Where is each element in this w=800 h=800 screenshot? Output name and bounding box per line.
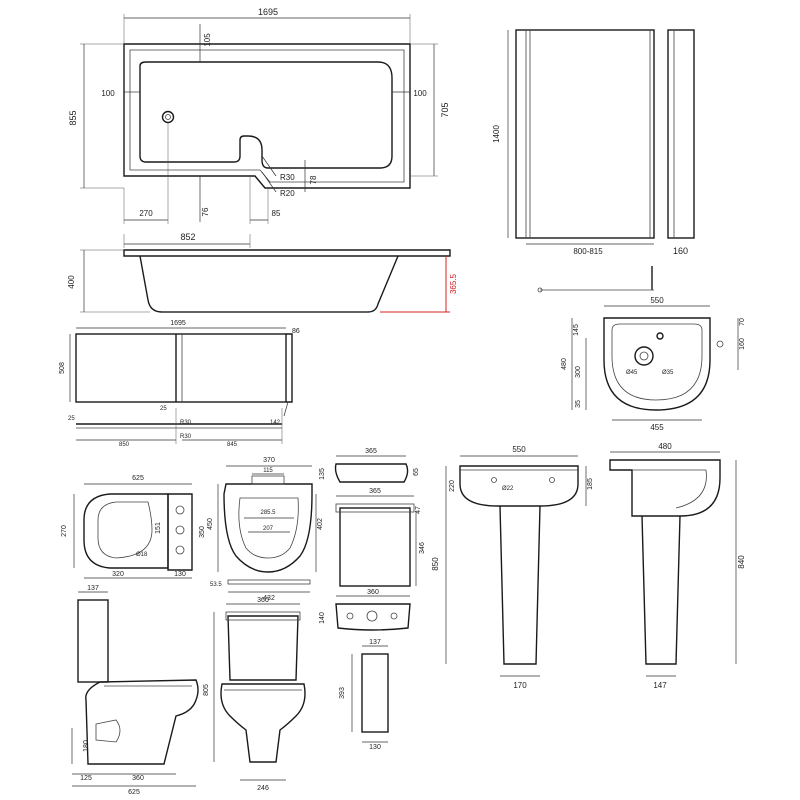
dim-basin-70: 70 <box>739 318 746 326</box>
dim-screen-height: 1400 <box>492 125 501 143</box>
dim-gap-85: 85 <box>272 209 281 218</box>
dim-cistern-top-depth: 65 <box>413 468 420 476</box>
dim-basin-455: 455 <box>650 423 664 432</box>
dim-seat-285: 285.5 <box>260 510 276 516</box>
wc-side-view: 137 180 125 360 625 <box>71 585 199 796</box>
toilet-seat-view: 370 115 450 402 285.5 207 53.5 432 <box>207 457 324 602</box>
dim-wc-350: 350 <box>199 526 206 538</box>
dim-wc-front-base: 246 <box>257 785 269 792</box>
dim-lip-left: 25 <box>68 416 75 422</box>
dim-seat-53: 53.5 <box>210 582 222 588</box>
dim-clip-2: R30 <box>180 434 192 440</box>
dim-bath-width: 1695 <box>258 7 278 17</box>
dim-cistern-front-width: 365 <box>369 488 381 495</box>
dim-cistern-lid-height: 140 <box>319 612 326 624</box>
dim-wc-bolt: Ø18 <box>136 552 148 558</box>
dim-seat-115: 115 <box>263 468 273 474</box>
dim-basin-145: 145 <box>573 324 580 336</box>
dim-pedestal-side-depth: 480 <box>658 442 672 451</box>
dim-step: 78 <box>309 175 318 184</box>
dim-wc-front-width: 360 <box>257 597 269 604</box>
wc-plan-view: 625 270 350 151 Ø18 320 130 <box>61 475 206 579</box>
dim-cistern-lid-width: 360 <box>367 589 379 596</box>
dim-bay: 852 <box>180 232 195 242</box>
dim-screen-depth: 160 <box>673 246 688 256</box>
dim-lip-mid: 25 <box>160 406 167 412</box>
bath-side-view: 400 365.5 <box>67 249 458 313</box>
dim-seat-width: 370 <box>263 457 275 464</box>
dim-bath-height: 400 <box>67 275 76 289</box>
dim-pedestal-base: 170 <box>513 681 527 690</box>
dim-panel-850: 850 <box>119 442 130 448</box>
dim-bath-depth-narrow: 705 <box>440 102 450 117</box>
wc-front-view: 360 805 246 <box>203 597 306 792</box>
dim-wc-width: 625 <box>132 475 144 482</box>
shower-screen-view: 1400 800-815 160 <box>492 29 695 293</box>
dim-cistern-side-depth: 130 <box>369 744 381 751</box>
dim-wc-side-180: 180 <box>83 740 90 752</box>
dim-seat-432: 432 <box>263 595 275 602</box>
dim-wc-320: 320 <box>112 571 124 578</box>
dim-screen-width: 800-815 <box>573 247 603 256</box>
dim-basin-hole: Ø45 <box>626 370 638 376</box>
dim-wc-side-625: 625 <box>128 789 140 796</box>
dim-rim-top: 105 <box>203 33 212 47</box>
dim-panel-845: 845 <box>227 442 238 448</box>
dim-basin-300: 300 <box>575 366 582 378</box>
dim-panel-length: 1695 <box>170 320 186 327</box>
dim-radius-1: R30 <box>280 173 295 182</box>
cistern-views: 365 135 65 365 47 346 360 140 137 393 13… <box>319 448 426 751</box>
dim-rim-left: 100 <box>101 89 115 98</box>
dim-panel-height: 508 <box>59 362 66 374</box>
dim-basin-width: 550 <box>650 296 664 305</box>
dim-pedestal-220: 220 <box>449 480 456 492</box>
dim-pedestal-side-height: 840 <box>737 555 746 569</box>
dim-wc-front-height: 805 <box>203 684 210 696</box>
dim-basin-tap: Ø35 <box>662 370 674 376</box>
dim-panel-thickness: 86 <box>292 328 300 335</box>
dim-clip-1: R30 <box>180 420 192 426</box>
dim-seat-450: 450 <box>207 518 214 530</box>
dim-wc-151: 151 <box>155 522 162 534</box>
pedestal-basin-front-view: 550 220 185 Ø22 850 170 <box>431 445 594 690</box>
dim-pedestal-185: 185 <box>587 478 594 490</box>
dim-cistern-lip: 47 <box>415 506 422 514</box>
dim-pedestal-hole: Ø22 <box>502 486 514 492</box>
dim-cistern-top-width: 365 <box>365 448 377 455</box>
dim-wc-side-360: 360 <box>132 775 144 782</box>
dim-red-height: 365.5 <box>449 273 458 294</box>
dim-cistern-front-height: 346 <box>419 542 426 554</box>
dim-radius-2: R20 <box>280 189 295 198</box>
dim-bath-depth: 855 <box>68 110 78 125</box>
dim-cistern-side-height: 393 <box>339 687 346 699</box>
dim-seat-402: 402 <box>317 518 324 530</box>
dim-wc-side-top: 137 <box>87 585 99 592</box>
basin-top-view: 550 70 160 145 480 300 35 Ø45 Ø35 455 <box>561 296 746 432</box>
bath-plan-view: 1695 855 705 105 100 100 R30 R20 78 270 … <box>68 7 450 248</box>
dim-basin-35: 35 <box>575 400 582 408</box>
dim-wc-130: 130 <box>174 571 186 578</box>
dim-cistern-top-height: 135 <box>319 468 326 480</box>
dim-basin-160: 160 <box>739 338 746 350</box>
dim-wc-depth: 270 <box>61 525 68 537</box>
dim-panel-142: 142 <box>270 420 281 426</box>
dim-pedestal-width: 550 <box>512 445 526 454</box>
dim-cistern-side-width: 137 <box>369 639 381 646</box>
dim-seat-207: 207 <box>263 526 274 532</box>
dim-basin-480: 480 <box>561 358 568 370</box>
dim-pedestal-side-base: 147 <box>653 681 667 690</box>
bath-panel-view: 1695 86 508 25 25 R30 R30 142 850 845 <box>59 320 300 448</box>
dim-waste-offset: 270 <box>139 209 153 218</box>
dim-wc-side-125: 125 <box>80 775 92 782</box>
dim-rim-right: 100 <box>413 89 427 98</box>
dim-pedestal-height: 850 <box>431 557 440 571</box>
dim-gap-76: 76 <box>201 207 210 216</box>
pedestal-basin-side-view: 480 840 147 <box>609 442 746 690</box>
